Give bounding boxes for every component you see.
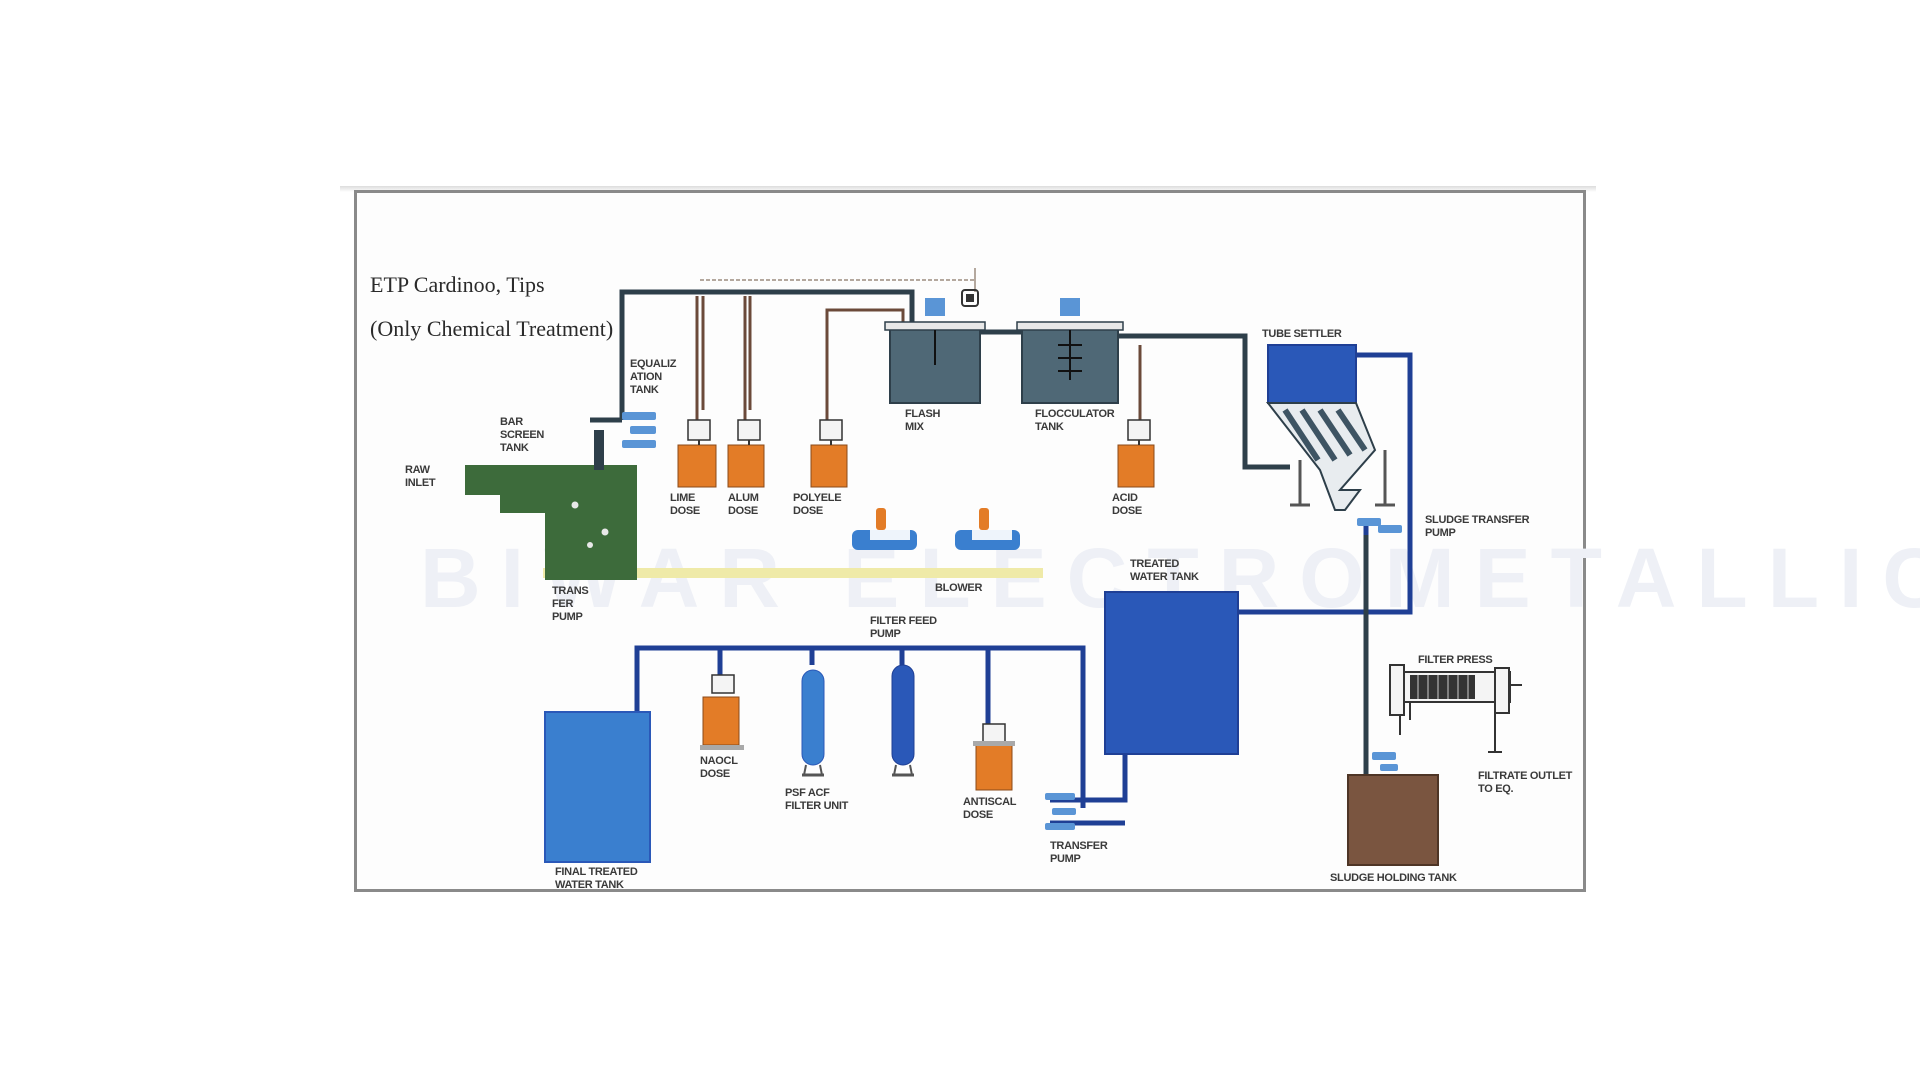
label-flash-mixer: FLASH MIX [905, 408, 941, 433]
label-final-tank: FINAL TREATED WATER TANK [555, 866, 638, 891]
psf-vessel [801, 669, 825, 777]
label-filtrate-out: FILTRATE OUTLET TO EQ. [1478, 770, 1573, 795]
label-bar-screen: BAR SCREEN TANK [500, 416, 545, 454]
label-psf-acf: PSF ACF FILTER UNIT [785, 787, 849, 812]
label-sodium-dose: NAOCL DOSE [700, 755, 738, 780]
label-sludge-transfer: SLUDGE TRANSFER PUMP [1425, 514, 1530, 539]
final-water-tank [544, 711, 651, 863]
sludge-holding-tank [1347, 774, 1439, 866]
tube-settler [1265, 344, 1402, 533]
label-dosing-4: ACID DOSE [1112, 492, 1142, 517]
dosing-lines [695, 296, 1142, 420]
filter-press [1389, 664, 1522, 753]
treated-water-tank [1104, 591, 1239, 755]
label-tube-settler: TUBE SETTLER [1262, 328, 1342, 340]
label-dosing-2: ALUM DOSE [728, 492, 759, 517]
reference-line [700, 268, 976, 292]
process-pipes [980, 329, 1290, 470]
sodium-dose-tank [700, 674, 744, 750]
acf-vessel [891, 664, 915, 777]
flash-mix-tank [884, 298, 986, 404]
label-softener-dose: ANTISCAL DOSE [963, 796, 1017, 821]
overflow-channel [543, 568, 1043, 578]
flocculator-tank [1016, 298, 1124, 404]
label-raw-inlet: RAW INLET [405, 464, 436, 489]
transfer-pump-valves [594, 412, 656, 470]
diagram-subtitle: (Only Chemical Treatment) [370, 316, 614, 341]
label-filter-press: FILTER PRESS [1418, 654, 1493, 666]
label-flocculator: FLOCCULATOR TANK [1035, 408, 1115, 433]
label-transfer-pump-2: TRANSFER PUMP [1050, 840, 1108, 865]
dosing-tank-1 [677, 419, 717, 488]
label-dosing-3: POLYELE DOSE [793, 492, 842, 517]
main-header-pipe [590, 289, 915, 423]
diagram-title: ETP Cardinoo, Tips [370, 272, 545, 297]
agitator-icon [961, 289, 979, 307]
sludge-valves [1372, 752, 1398, 771]
antiscalant-dose-tank [973, 723, 1015, 791]
label-filter-feed: FILTER FEED PUMP [870, 615, 937, 640]
blower-1 [852, 508, 917, 550]
dosing-tank-4 [1117, 419, 1155, 488]
frame-shadow [340, 186, 1596, 192]
filter-feed-pump [1045, 793, 1076, 830]
label-transfer-pump: TRANS FER PUMP [552, 585, 589, 623]
dosing-tank-2 [727, 419, 765, 488]
label-sludge-tank: SLUDGE HOLDING TANK [1330, 872, 1457, 884]
label-dosing-1: LIME DOSE [670, 492, 700, 517]
label-treated-tank: TREATED WATER TANK [1130, 558, 1199, 583]
lower-header-pipe [634, 645, 1128, 826]
label-blower: BLOWER [935, 582, 983, 594]
label-equalization: EQUALIZ ATION TANK [630, 358, 677, 396]
equalization-tank [465, 465, 637, 580]
blower-2 [955, 508, 1020, 550]
dosing-tank-3 [810, 419, 848, 488]
